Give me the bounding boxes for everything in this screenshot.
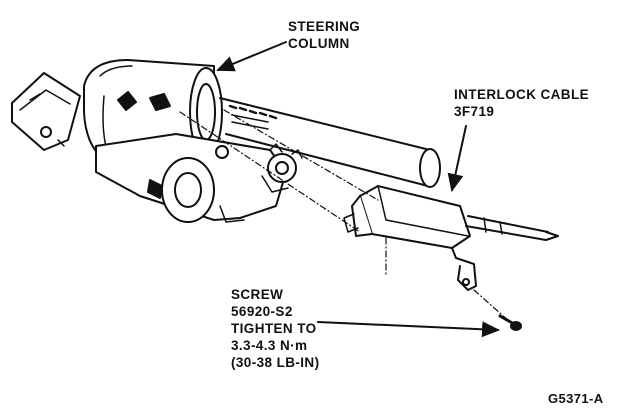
figure-id-label: G5371-A xyxy=(548,391,604,406)
cable-rod xyxy=(465,215,559,241)
left-bracket xyxy=(11,72,81,151)
steering-column-leader xyxy=(216,41,287,72)
interlock-cable-label: INTERLOCK CABLE 3F719 xyxy=(454,87,589,119)
screw-spec-label: SCREW 56920-S2 TIGHTEN TO 3.3-4.3 N·m (3… xyxy=(231,287,320,370)
interlock-cable-leader xyxy=(447,125,467,192)
screw-leader xyxy=(317,321,500,338)
screw xyxy=(498,314,522,331)
alignment-lines xyxy=(179,109,511,323)
lower-housing xyxy=(95,133,287,223)
interlock-cable-housing xyxy=(343,185,477,291)
column-tube xyxy=(219,97,441,188)
steering-column-label: STEERING COLUMN xyxy=(288,19,361,51)
